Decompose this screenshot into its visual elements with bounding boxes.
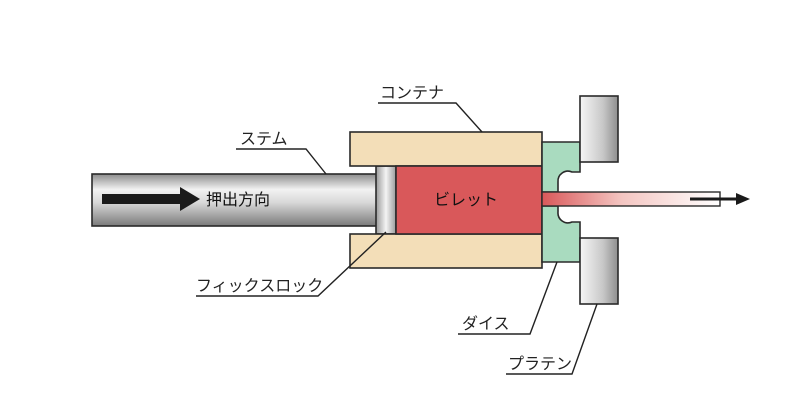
stem-leader xyxy=(236,148,327,175)
push-direction-arrow-icon xyxy=(102,187,200,211)
die-label: ダイス xyxy=(462,314,510,333)
billet-label: ビレット xyxy=(434,190,498,209)
die-upper xyxy=(541,141,581,193)
exit-arrow-icon xyxy=(690,193,750,205)
platen-label: プラテン xyxy=(508,354,572,373)
container-upper xyxy=(349,131,543,167)
push-direction-label: 押出方向 xyxy=(206,190,270,209)
container-leader xyxy=(378,102,483,133)
fixed-lock-label: フィックスロック xyxy=(196,276,323,295)
platen-leader xyxy=(506,303,598,375)
die-lower xyxy=(541,205,581,263)
platen-upper xyxy=(579,95,619,163)
stem-label: ステム xyxy=(240,129,288,148)
die-leader xyxy=(458,261,558,335)
fixed-lock-leader xyxy=(196,231,387,297)
container-label: コンテナ xyxy=(380,83,444,102)
platen-lower xyxy=(579,237,619,305)
container-lower xyxy=(349,233,543,269)
fixed-lock xyxy=(375,165,397,235)
